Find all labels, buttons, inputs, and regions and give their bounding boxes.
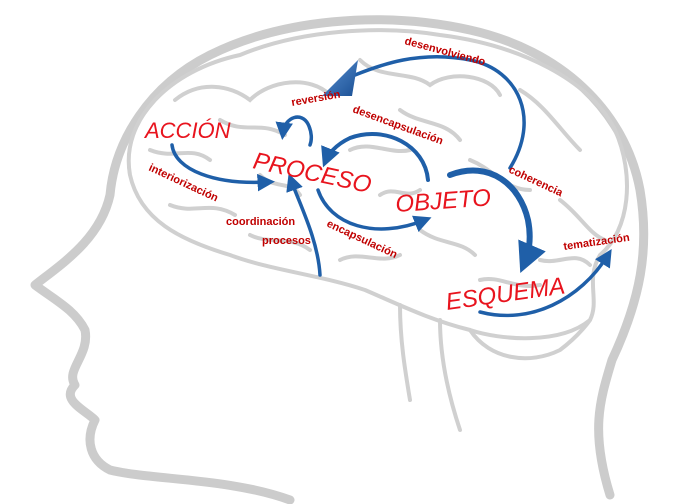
arrow-coherencia: [447, 167, 546, 274]
stage-esquema: ESQUEMA: [444, 272, 567, 315]
label-interiorizacion: interiorización: [147, 162, 220, 205]
arrows: [170, 55, 612, 318]
arrow-interiorizacion: [170, 143, 275, 192]
arrow-desencapsulacion: [321, 132, 430, 182]
arrow-reversion: [275, 115, 314, 147]
label-encapsulacion: encapsulación: [325, 218, 400, 261]
stage-objeto: OBJETO: [395, 184, 492, 218]
label-procesos: procesos: [262, 235, 311, 247]
arrow-tematizacion: [478, 249, 612, 318]
head-outline: [30, 15, 649, 504]
label-reversion: reversión: [290, 88, 341, 108]
arrow-coordinacion: [286, 173, 322, 277]
arrow-encapsulacion: [316, 188, 432, 233]
brain-outline: [126, 28, 629, 432]
stage-accion: ACCIÓN: [143, 118, 231, 143]
label-coordinacion: coordinación: [226, 216, 295, 228]
desenvolviendo-arrowhead: [322, 60, 358, 96]
stage-proceso: PROCESO: [251, 147, 374, 198]
arrow-desenvolviendo: [353, 55, 526, 170]
